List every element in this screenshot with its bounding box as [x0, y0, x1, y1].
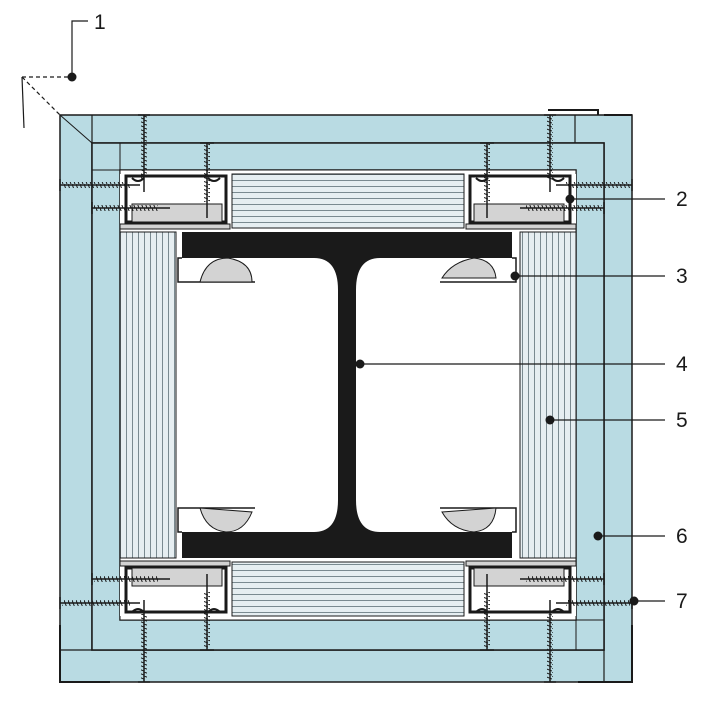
- corner-clip-top-left: [177, 257, 255, 283]
- callout-dot-3: [510, 271, 520, 281]
- screw-horizontal-left-1: [59, 179, 140, 191]
- callout-leaders: [21, 20, 665, 602]
- steel-i-beam: [182, 232, 512, 558]
- stud-profile-bottom-right: [465, 560, 577, 616]
- callout-label-6: 6: [676, 525, 688, 548]
- screw-horizontal-right-2: [520, 202, 605, 214]
- callout-dot-1: [67, 72, 77, 82]
- callout-label-5: 5: [676, 409, 688, 432]
- screw-horizontal-left-3: [91, 573, 170, 585]
- callout-label-2: 2: [676, 188, 688, 211]
- screw-vertical-top-4: [544, 114, 556, 192]
- screw-horizontal-left-4: [59, 597, 140, 609]
- filler-strip-bottom: [231, 561, 465, 617]
- screw-vertical-top-1: [138, 114, 150, 192]
- callout-label-1: 1: [94, 11, 106, 34]
- stud-profile-bottom-left: [119, 560, 231, 616]
- filler-strip-right: [519, 231, 577, 559]
- screw-vertical-bottom-1: [138, 600, 150, 683]
- callout-label-3: 3: [676, 265, 688, 288]
- stud-profile-top-left: [119, 174, 231, 230]
- filler-strip-left: [119, 231, 177, 559]
- corner-clip-bottom-left: [177, 507, 255, 533]
- screw-vertical-top-2: [200, 142, 214, 218]
- screw-vertical-bottom-3: [480, 574, 494, 651]
- filler-strip-top: [231, 173, 465, 229]
- callout-dot-7: [629, 596, 639, 606]
- screw-vertical-bottom-4: [544, 600, 556, 683]
- callout-dot-2: [565, 194, 575, 204]
- stud-profile-top-right: [465, 174, 577, 230]
- screw-vertical-bottom-2: [200, 574, 214, 651]
- screw-horizontal-left-2: [91, 202, 170, 214]
- callout-label-4: 4: [676, 353, 688, 376]
- corner-clip-bottom-right: [440, 507, 517, 533]
- corner-clip-top-right: [440, 257, 517, 283]
- screw-horizontal-right-1: [556, 179, 633, 191]
- callout-dot-4: [355, 359, 365, 369]
- callout-label-7: 7: [676, 590, 688, 613]
- screw-vertical-top-3: [480, 142, 494, 218]
- callout-labels: 1 2 3 4 5 6 7: [94, 11, 688, 613]
- screws: [59, 114, 633, 683]
- callout-dot-5: [545, 415, 555, 425]
- callout-dot-6: [593, 531, 603, 541]
- callout-dots: [67, 72, 639, 606]
- screw-horizontal-right-3: [520, 573, 605, 585]
